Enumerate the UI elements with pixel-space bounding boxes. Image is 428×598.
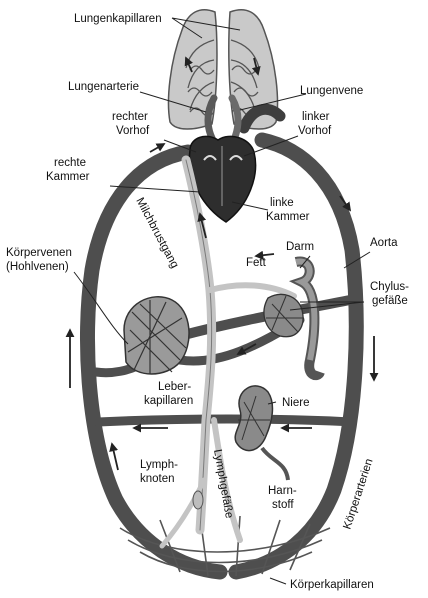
- label-lungenarterie: Lungenarterie: [68, 81, 139, 93]
- label-rechter-vorhof-2: Vorhof: [116, 125, 150, 137]
- label-chylus-2: gefäße: [372, 295, 408, 307]
- label-fett: Fett: [246, 257, 267, 269]
- lymph-node: [193, 491, 203, 509]
- label-darm: Darm: [286, 241, 314, 253]
- label-lungenkapillaren: Lungenkapillaren: [74, 13, 162, 25]
- label-lungenvene: Lungenvene: [300, 85, 363, 97]
- label-koerpervenen-2: (Hohlvenen): [6, 261, 69, 273]
- label-linke-kammer-1: linke: [270, 197, 294, 209]
- label-rechte-kammer-2: Kammer: [46, 171, 90, 183]
- label-niere: Niere: [282, 397, 309, 409]
- label-lymphgefaesse: Lymphgefäße: [211, 448, 235, 519]
- label-rechte-kammer-1: rechte: [54, 157, 86, 169]
- kidney: [235, 386, 288, 480]
- label-linke-kammer-2: Kammer: [266, 211, 310, 223]
- intestine: [264, 261, 320, 375]
- label-linker-vorhof-1: linker: [302, 111, 330, 123]
- label-lymphknoten-2: knoten: [140, 473, 175, 485]
- ureter: [262, 448, 288, 480]
- label-linker-vorhof-2: Vorhof: [298, 125, 332, 137]
- label-koerperkapillaren: Körperkapillaren: [290, 579, 374, 591]
- label-koerpervenen-1: Körpervenen: [6, 247, 72, 259]
- aorta: [236, 140, 356, 572]
- label-harnstoff-2: stoff: [272, 499, 294, 511]
- label-leber-1: Leber-: [158, 381, 191, 393]
- label-chylus-1: Chylus-: [370, 281, 409, 293]
- label-lymphknoten-1: Lymph-: [140, 459, 178, 471]
- label-aorta: Aorta: [370, 237, 398, 249]
- label-leber-2: kapillaren: [144, 395, 193, 407]
- label-harnstoff-1: Harn-: [268, 485, 297, 497]
- renal-vessels: [98, 419, 352, 422]
- label-milchbrustgang: Milchbrustgang: [133, 196, 180, 270]
- liver: [124, 297, 189, 374]
- liver-body: [124, 297, 189, 374]
- label-rechter-vorhof-1: rechter: [112, 111, 148, 123]
